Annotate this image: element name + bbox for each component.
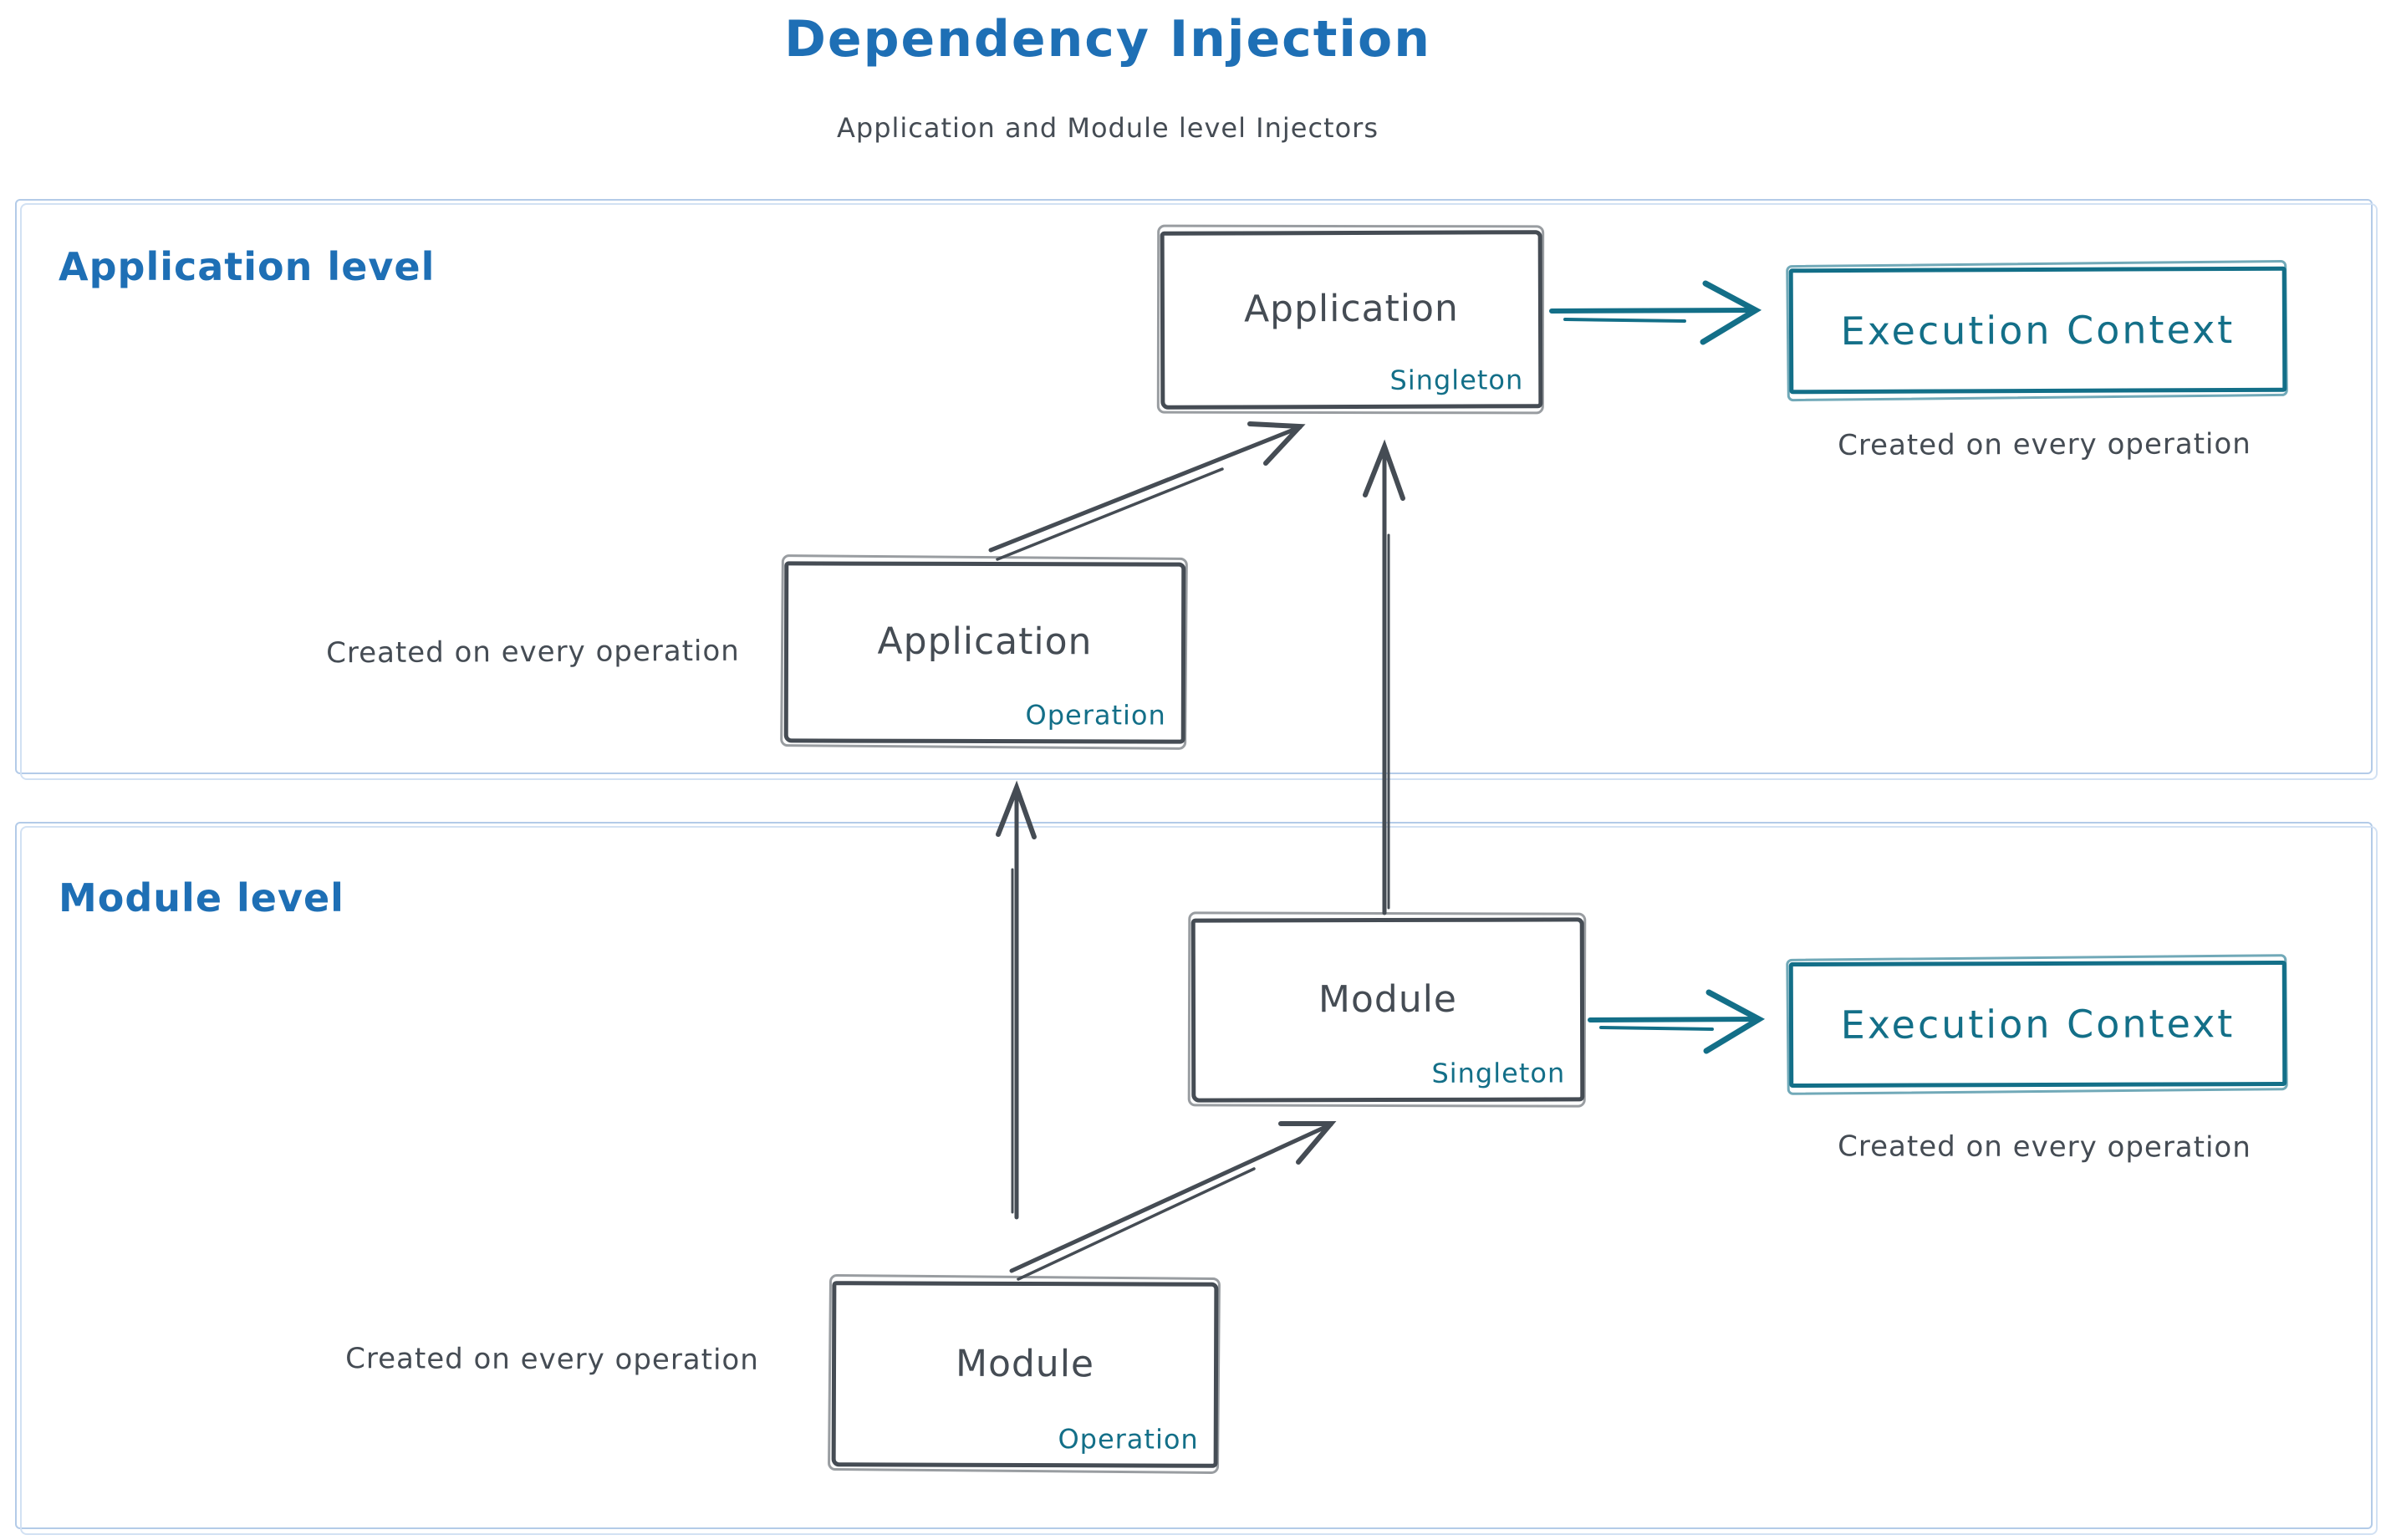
module-level-label: Module level: [59, 875, 344, 920]
node-title: Application: [877, 620, 1093, 664]
caption-created-module-execution: Created on every operation: [1838, 1130, 2251, 1165]
node-badge-operation: Operation: [1025, 699, 1166, 732]
node-execution-context-application: Execution Context: [1788, 266, 2287, 395]
node-application-singleton: Application Singleton: [1160, 230, 1543, 410]
page-subtitle: Application and Module level Injectors: [837, 112, 1379, 144]
application-level-label: Application level: [59, 244, 436, 289]
node-title: Application: [1243, 287, 1459, 331]
node-module-operation: Module Operation: [831, 1281, 1219, 1468]
node-application-operation: Application Operation: [783, 561, 1186, 744]
caption-created-app-execution: Created on every operation: [1838, 427, 2251, 462]
node-title: Module: [955, 1342, 1095, 1385]
note-created-app-operation: Created on every operation: [326, 634, 740, 671]
note-created-module-operation: Created on every operation: [345, 1342, 759, 1377]
node-execution-context-module: Execution Context: [1788, 960, 2287, 1089]
node-badge-singleton: Singleton: [1431, 1057, 1566, 1089]
node-badge-singleton: Singleton: [1389, 364, 1524, 396]
node-badge-operation: Operation: [1058, 1423, 1199, 1456]
node-module-singleton: Module Singleton: [1190, 917, 1585, 1103]
page-title: Dependency Injection: [784, 10, 1431, 69]
node-title: Module: [1318, 977, 1458, 1021]
